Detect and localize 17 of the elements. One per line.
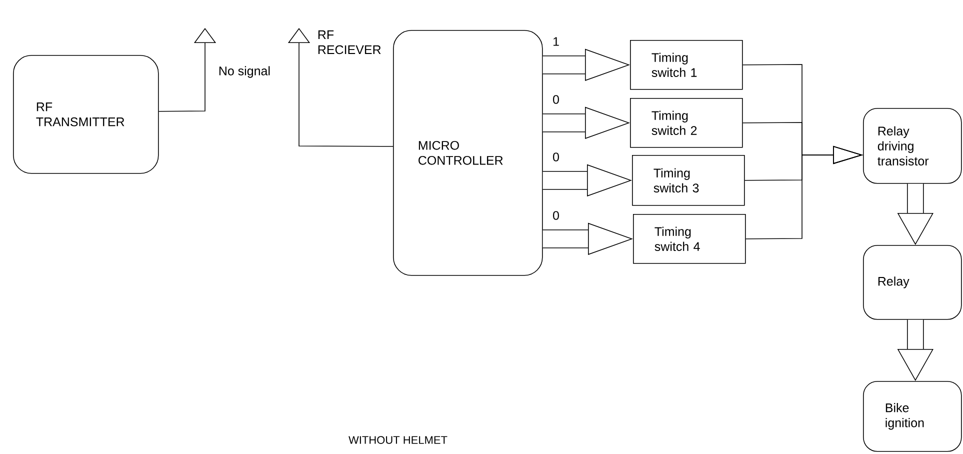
transmitter-box: RF TRANSMITTER: [13, 55, 159, 174]
receiver-label: RF RECIEVER: [318, 30, 381, 54]
driver-box: Relay driving transistor: [863, 108, 962, 184]
relay-box: Relay: [863, 244, 962, 320]
switch-box: Timing switch 4: [633, 214, 746, 264]
switch-box: Timing switch 3: [632, 155, 745, 206]
edge-label: 0: [553, 211, 559, 220]
edge-label: 0: [553, 152, 559, 162]
switch-box: Timing switch 1: [630, 40, 743, 90]
controller-box: MICRO CONTROLLER: [393, 30, 543, 276]
switch-box: Timing switch 2: [630, 98, 743, 148]
signal-label: No signal: [219, 66, 270, 78]
edge-label: 1: [553, 37, 559, 46]
edge-label: 0: [553, 95, 559, 104]
caption-label: WITHOUT HELMET: [348, 436, 448, 444]
ignition-box: Bike ignition: [863, 381, 962, 452]
antenna-arrow: [288, 28, 394, 147]
